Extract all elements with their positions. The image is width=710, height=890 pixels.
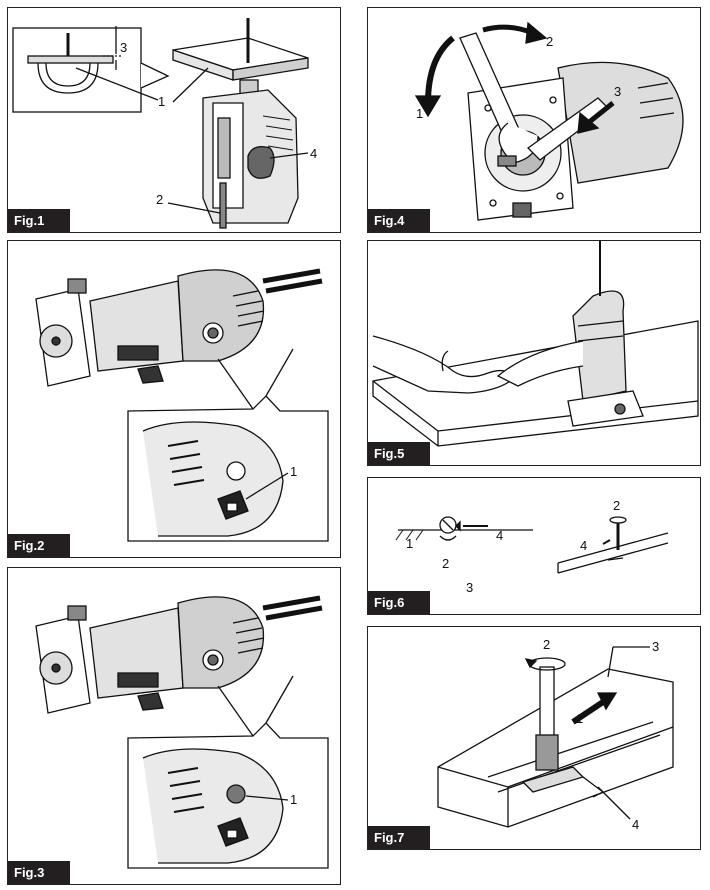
figure-6-illustration: 1 4 2 3 2 4 [395, 498, 669, 595]
figure-3-illustration: 1 [35, 595, 329, 869]
fig7-callout-4: 4 [632, 817, 639, 832]
fig7-callout-1: 1 [576, 711, 583, 726]
fig4-callout-1: 1 [416, 106, 423, 121]
figure-4-illustration: 2 1 3 [414, 21, 684, 221]
fig6-label: Fig.6 [368, 591, 431, 614]
figure-6-panel: 1 4 2 3 2 4 Fig.6 [367, 477, 701, 615]
figure-7-panel: 2 3 1 4 Fig.7 [367, 626, 701, 850]
figure-2-panel: 1 Fig.2 [7, 240, 341, 558]
figure-5-panel: Fig.5 [367, 240, 701, 466]
figure-5-illustration [372, 241, 699, 447]
fig4-label: Fig.4 [368, 209, 431, 232]
fig3-label: Fig.3 [8, 861, 71, 884]
fig1-callout-4: 4 [310, 146, 317, 161]
figure-4-panel: 2 1 3 Fig.4 [367, 7, 701, 233]
fig6-callout-4b: 4 [580, 538, 587, 553]
fig2-label: Fig.2 [8, 534, 71, 557]
fig1-callout-1: 1 [158, 94, 165, 109]
figure-1-illustration: 3 1 4 2 [12, 18, 317, 229]
fig6-callout-4: 4 [496, 528, 503, 543]
fig6-callout-3: 3 [466, 580, 473, 595]
fig6-callout-1: 1 [406, 536, 413, 551]
fig4-callout-3: 3 [614, 84, 621, 99]
figure-1-panel: 3 1 4 2 Fig.1 [7, 7, 341, 233]
fig5-label: Fig.5 [368, 442, 431, 465]
fig6-callout-2a: 2 [442, 556, 449, 571]
figure-3-panel: 1 Fig.3 [7, 567, 341, 885]
fig4-callout-2: 2 [546, 34, 553, 49]
fig7-label: Fig.7 [368, 826, 431, 849]
figure-2-illustration: 1 [35, 268, 329, 542]
figure-7-illustration: 2 3 1 4 [437, 637, 674, 832]
fig3-callout-1: 1 [290, 792, 297, 807]
fig1-callout-2: 2 [156, 192, 163, 207]
fig7-callout-3: 3 [652, 639, 659, 654]
fig1-label: Fig.1 [8, 209, 71, 232]
fig6-callout-2b: 2 [613, 498, 620, 513]
fig1-callout-3: 3 [120, 40, 127, 55]
fig7-callout-2: 2 [543, 637, 550, 652]
fig2-callout-1: 1 [290, 464, 297, 479]
